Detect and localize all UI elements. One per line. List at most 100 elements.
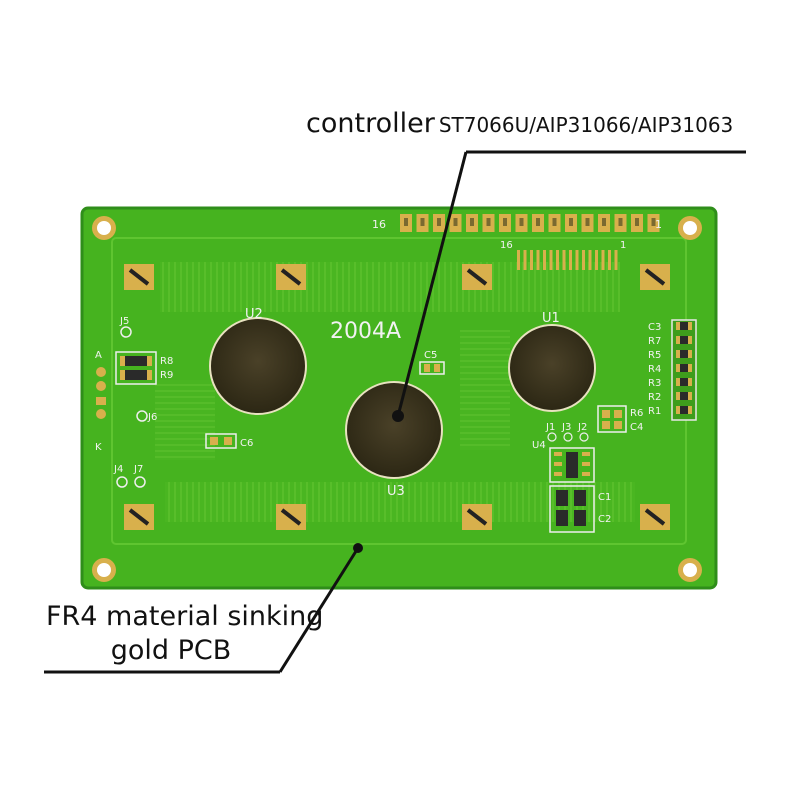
holder-tab [276,504,306,530]
part-label: C1 [598,492,611,503]
smd-part: C3 [648,322,692,333]
trace-field-right [460,330,510,450]
connector-finger [536,250,540,270]
chip-label-u1: U1 [542,311,560,326]
connector-finger [517,250,520,270]
connector-finger [530,250,533,270]
model-label: 2004A [330,319,401,344]
left-small-parts: J5 J6 C6 J4 J7 C5 [113,316,445,488]
connector-finger [549,250,553,270]
chip-u2: U2 [209,307,307,415]
part-label: J3 [561,422,571,433]
smd-part: R5 [648,350,692,361]
controller-callout-leader [396,151,468,417]
pcb-material-callout: FR4 material sinking gold PCB [46,600,324,668]
header-pin [482,214,495,232]
header-pin [400,214,412,232]
header-pin [466,214,478,232]
lcd-connector [517,250,618,270]
header-pin [433,214,445,232]
part-label: J2 [577,422,587,433]
smd-part: R2 [648,392,692,403]
part-label: J6 [147,412,157,423]
header-pin [416,214,429,232]
part-label: R2 [648,392,661,403]
part-label: C3 [648,322,661,333]
smd-part: R4 [648,364,692,375]
connector-finger [562,250,566,270]
header-pin [647,214,660,232]
chip-label-u4: U4 [532,440,546,451]
chip-label-u3: U3 [387,484,405,499]
part-label: R9 [160,370,173,381]
connector-finger [595,250,598,270]
chip-u3: U3 [345,381,443,499]
pad-label-a: A [95,350,102,361]
smd-part: R7 [648,336,692,347]
part-label: C5 [424,350,437,361]
part-label: J7 [133,464,143,475]
holder-tab [462,264,492,290]
connector-finger [543,250,546,270]
holder-tab [462,504,492,530]
part-label: R4 [648,364,661,375]
part-label: R1 [648,406,661,417]
smd-part: R1 [648,406,692,417]
header-pin [565,214,577,232]
pad-label-k: K [95,442,102,453]
pcb-material-line1: FR4 material sinking [46,601,324,632]
header-pin [548,214,561,232]
header-pin [598,214,610,232]
pin-label-start: 16 [372,218,386,231]
holder-tab [124,504,154,530]
controller-word: controller [306,108,435,139]
chip-label-u2: U2 [245,307,263,322]
part-label: R3 [648,378,661,389]
part-label: J4 [113,464,123,475]
header-pin [631,214,643,232]
pin-header [400,214,660,232]
connector-finger [614,250,618,270]
trace-field-left [155,380,215,460]
controller-models: ST7066U/AIP31066/AIP31063 [438,113,734,137]
part-label: J1 [545,422,555,433]
connector-finger [582,250,585,270]
holder-tab [124,264,154,290]
connector-label-start: 16 [500,240,513,251]
smd-part: R3 [648,378,692,389]
part-label: R5 [648,350,661,361]
connector-finger [588,250,592,270]
holder-tab [276,264,306,290]
part-label: R7 [648,336,661,347]
connector-finger [556,250,559,270]
trace-field-top [160,262,620,312]
connector-finger [575,250,579,270]
holder-tabs [124,264,670,530]
part-label: J5 [119,316,129,327]
part-label: C2 [598,514,611,525]
pcb-callout-dot [353,543,363,553]
part-label: C4 [630,422,643,433]
header-pin [515,214,528,232]
header-pin [532,214,544,232]
header-pin [449,214,462,232]
holder-tab [640,504,670,530]
pcb-material-line2: gold PCB [110,635,232,666]
backlight-pads: A K [95,350,106,453]
header-pin [614,214,627,232]
holder-tab [640,264,670,290]
callout-lines [44,150,746,674]
pin-label-end: 1 [655,218,662,231]
part-label: R6 [630,408,643,419]
right-lower-parts: R6 C4 J1 J3 J2 U4 C1 C2 [532,405,643,533]
connector-finger [601,250,605,270]
connector-finger [608,250,611,270]
connector-finger [523,250,527,270]
mounting-holes [92,216,702,582]
left-resistors: R8 R9 [115,351,173,385]
header-pin [499,214,511,232]
connector-finger [569,250,572,270]
pcb-callout-leader [278,547,360,673]
